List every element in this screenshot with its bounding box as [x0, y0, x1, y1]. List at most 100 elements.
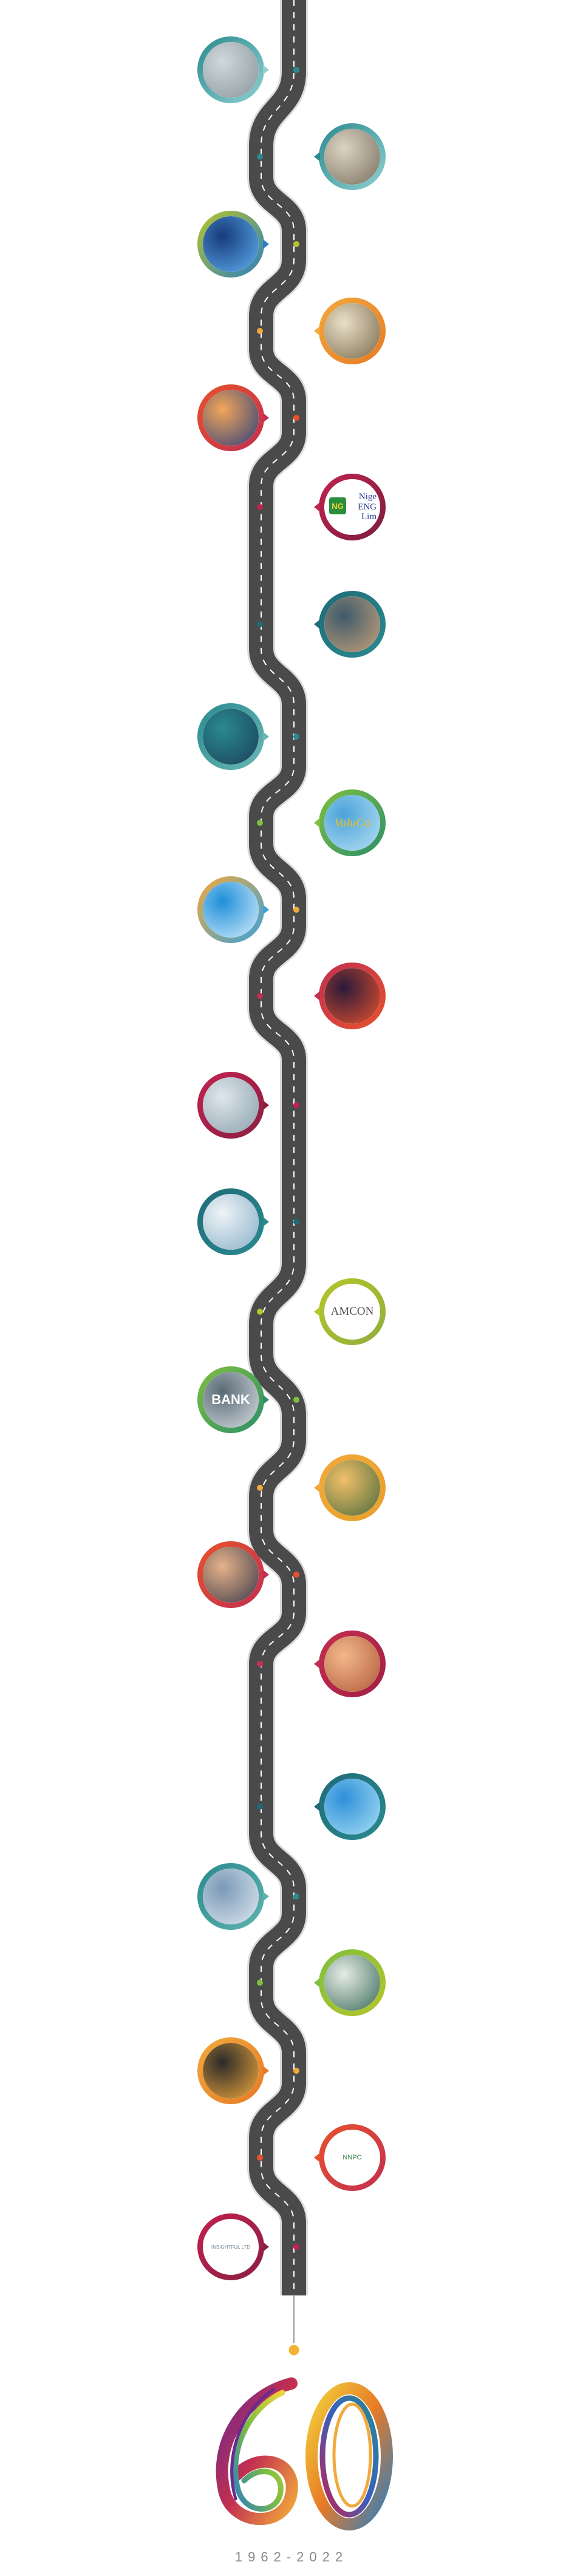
milestone-logo-text: AMCON	[330, 1305, 374, 1318]
milestone-city-sunset[interactable]	[197, 384, 269, 451]
road-marker-dot	[293, 2068, 299, 2074]
years-caption: 1962-2022	[234, 2549, 349, 2564]
road-marker-dot	[293, 241, 299, 247]
road-marker-dot	[293, 2244, 299, 2250]
milestone-pointer	[314, 1483, 320, 1493]
milestone-power-lines[interactable]	[314, 1630, 386, 1697]
milestone-nnpc-logo[interactable]: NNPC	[314, 2124, 386, 2191]
workers-icon	[324, 303, 380, 359]
milestone-image	[203, 2043, 259, 2099]
milestone-pointer	[314, 1307, 320, 1317]
milestone-image	[203, 882, 259, 938]
portrait-icon	[203, 42, 259, 98]
milestone-pointer	[314, 502, 320, 512]
road-marker-dot	[293, 1572, 299, 1578]
sixty-years-logo	[216, 2377, 393, 2530]
logo-icon	[324, 795, 380, 851]
milestone-leader-portrait[interactable]	[314, 123, 386, 190]
milestone-amcon-logo[interactable]: AMCON	[314, 1278, 386, 1345]
milestone-global-network[interactable]	[197, 703, 269, 770]
road-marker-dot	[257, 993, 263, 999]
milestone-pointer	[263, 2066, 269, 2076]
milestone-image: INSIGHTFUL LTD	[203, 2219, 259, 2275]
milestone-logo-text: NNPC	[343, 2154, 362, 2161]
milestone-pointer	[263, 65, 269, 75]
milestone-image: AMCON	[324, 1284, 380, 1340]
road-marker-dot	[257, 1980, 263, 1986]
milestone-pointer	[263, 2242, 269, 2252]
milestone-bank-building[interactable]: BANK	[197, 1366, 269, 1433]
milestone-blue-graph[interactable]	[197, 876, 269, 943]
milestone-pointer	[314, 1802, 320, 1811]
milestone-valucap-logo[interactable]: ValuCa	[314, 789, 386, 856]
chart-icon	[203, 882, 259, 938]
building-icon	[203, 1077, 259, 1133]
milestone-image	[324, 1636, 380, 1692]
road-marker-dot	[257, 1804, 263, 1810]
road-marker-dot	[257, 1309, 263, 1315]
road-marker-dot	[293, 1893, 299, 1900]
milestone-logo-line: Nige	[358, 492, 377, 502]
milestone-skyscrapers[interactable]	[197, 1072, 269, 1139]
crane-icon	[324, 1460, 380, 1516]
road-marker-dot	[257, 820, 263, 826]
milestone-image	[324, 129, 380, 185]
milestone-pointer	[263, 413, 269, 423]
road-marker-dot	[293, 415, 299, 421]
celebration-icon	[324, 968, 380, 1024]
logo-icon	[324, 2130, 380, 2186]
milestone-oil-refinery[interactable]	[197, 2037, 269, 2104]
milestone-pointer	[263, 1395, 269, 1405]
milestone-gherkin-tower[interactable]	[197, 1863, 269, 1930]
milestone-pointer	[314, 818, 320, 828]
milestone-image	[324, 596, 380, 652]
milestone-digital-bubbles[interactable]	[314, 1773, 386, 1840]
road-marker-dot	[293, 907, 299, 913]
handshake-icon	[324, 596, 380, 652]
road-marker-dot	[257, 2155, 263, 2161]
network-icon	[203, 709, 259, 765]
milestone-handshake[interactable]	[314, 591, 386, 658]
milestone-image: NNPC	[324, 2130, 380, 2186]
milestone-founder-portrait[interactable]	[197, 36, 269, 103]
road-marker-dot	[257, 154, 263, 160]
milestone-image: BANK	[203, 1372, 259, 1428]
road-marker-dot	[257, 1485, 263, 1491]
milestone-engineers[interactable]	[314, 298, 386, 364]
milestone-image	[203, 1547, 259, 1603]
milestone-pointer	[314, 619, 320, 629]
milestone-fireworks[interactable]	[314, 963, 386, 1029]
milestone-image: ValuCa	[324, 795, 380, 851]
power-icon	[324, 1636, 380, 1692]
team-icon	[324, 1955, 380, 2011]
globe-icon	[203, 216, 259, 272]
milestone-data-charts[interactable]	[197, 1188, 269, 1255]
road-marker-dot	[257, 328, 263, 334]
milestone-pointer	[263, 1217, 269, 1227]
road-surface	[248, 0, 307, 2295]
bank-icon	[203, 1372, 259, 1428]
milestone-image	[324, 968, 380, 1024]
milestone-logo-text: INSIGHTFUL LTD	[211, 2244, 250, 2250]
portrait-icon	[324, 129, 380, 185]
milestone-entrepreneur[interactable]	[197, 1541, 269, 1608]
milestone-pointer	[263, 1100, 269, 1110]
milestone-partner-logo[interactable]: INSIGHTFUL LTD	[197, 2213, 269, 2280]
milestone-pointer	[263, 1892, 269, 1901]
milestone-tech-globe[interactable]	[197, 211, 269, 278]
milestone-dock-cranes[interactable]	[314, 1454, 386, 1521]
digital-icon	[324, 1779, 380, 1835]
road-marker-dot	[293, 1219, 299, 1225]
milestone-pointer	[314, 991, 320, 1001]
milestone-image	[203, 1194, 259, 1250]
milestone-image	[324, 1460, 380, 1516]
refinery-icon	[203, 2043, 259, 2099]
milestone-business-team[interactable]	[314, 1949, 386, 2016]
milestone-image	[203, 216, 259, 272]
milestone-image	[203, 42, 259, 98]
milestone-image	[324, 1955, 380, 2011]
milestone-pointer	[263, 239, 269, 249]
road-marker-dot	[257, 504, 263, 510]
